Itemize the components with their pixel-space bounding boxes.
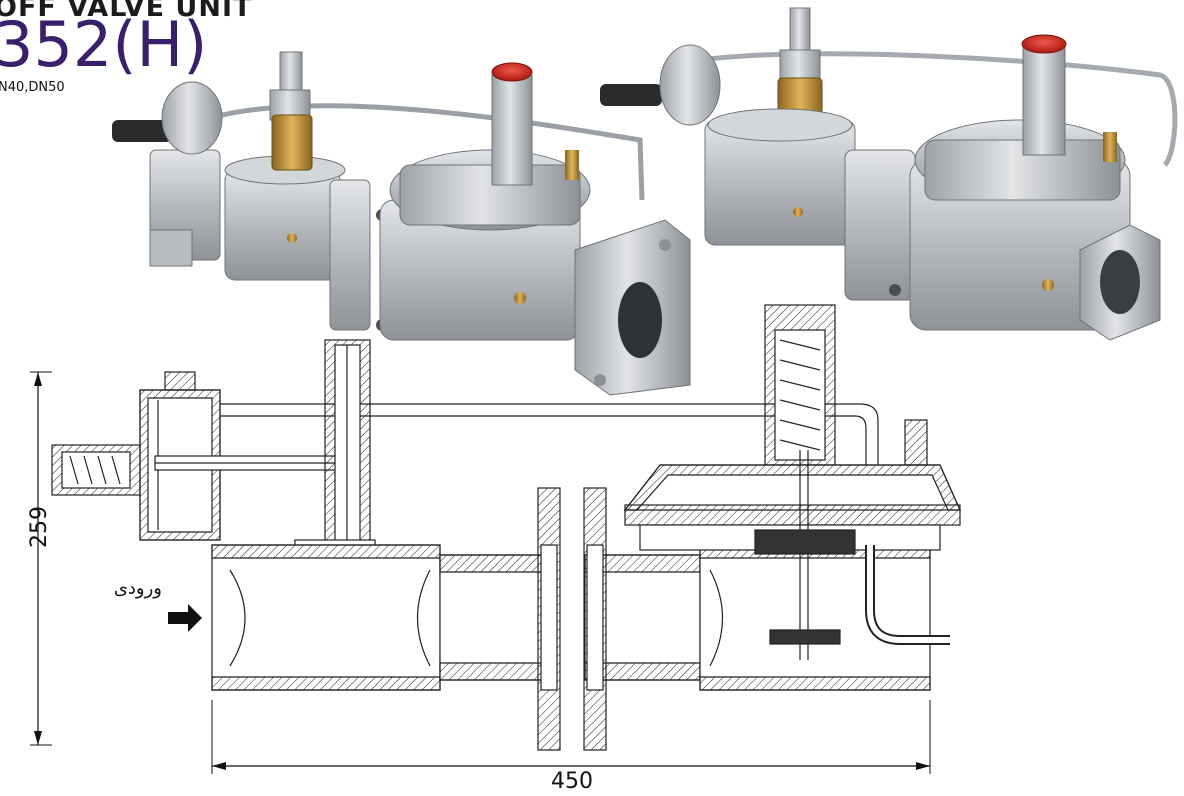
- length-dimension: 450: [211, 700, 931, 794]
- inlet-arrow-icon: [168, 604, 202, 632]
- height-dimension: 259: [27, 371, 52, 746]
- main-body: [211, 544, 931, 691]
- inlet-indicator: ورودی: [114, 578, 202, 632]
- regulator-section: [623, 304, 961, 660]
- impulse-tube: [200, 403, 879, 465]
- product-photos: [112, 7, 1178, 396]
- inlet-label: ورودی: [114, 578, 162, 599]
- nominal-sizes: N40,DN50: [0, 80, 65, 95]
- height-value: 259: [27, 506, 52, 548]
- model-number: 352(H): [0, 8, 208, 81]
- left-actuator: [51, 371, 356, 541]
- length-value: 450: [551, 769, 593, 794]
- product-title: OFF VALVE UNIT: [0, 0, 253, 23]
- photo-assembly-threaded: [600, 7, 1178, 341]
- photo-assembly-flanged: [112, 51, 691, 396]
- middle-flanges: [537, 487, 607, 751]
